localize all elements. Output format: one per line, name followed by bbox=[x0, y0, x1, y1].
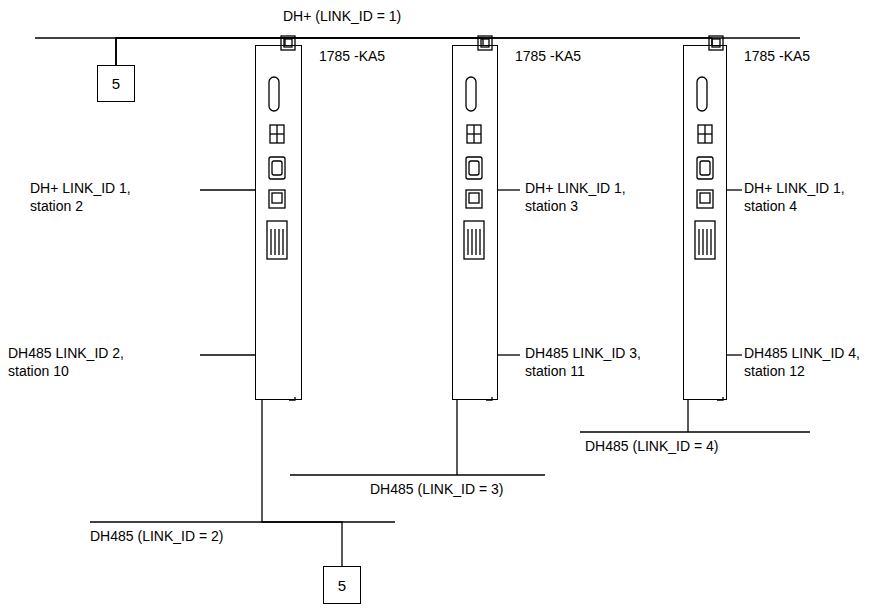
port-label: DH485 LINK_ID 3, station 11 bbox=[525, 345, 675, 380]
network-label: DH+ (LINK_ID = 1) bbox=[283, 8, 401, 26]
leader-line bbox=[498, 189, 520, 190]
network-label: DH485 (LINK_ID = 3) bbox=[370, 481, 503, 499]
interface-module: 1785 -KA5 bbox=[255, 45, 302, 400]
callout-number: 5 bbox=[100, 67, 132, 100]
interface-module: 1785 -KA5 bbox=[452, 45, 498, 400]
dh485-bus bbox=[90, 521, 395, 522]
port-label: DH+ LINK_ID 1, station 2 bbox=[30, 180, 160, 215]
module-label: 1785 -KA5 bbox=[515, 48, 581, 64]
network-connector bbox=[116, 38, 285, 65]
network-connector bbox=[116, 38, 712, 65]
port-label: DH485 LINK_ID 4, station 12 bbox=[744, 345, 864, 380]
leader-line bbox=[727, 354, 742, 355]
network-connector bbox=[262, 400, 342, 566]
leader-line bbox=[200, 189, 255, 190]
network-connector bbox=[116, 38, 483, 65]
module-face bbox=[464, 36, 492, 400]
drop-line bbox=[456, 400, 457, 475]
module-face bbox=[695, 36, 723, 400]
port-label: DH485 LINK_ID 2, station 10 bbox=[8, 345, 158, 380]
module-label: 1785 -KA5 bbox=[319, 48, 385, 64]
module-face bbox=[267, 36, 295, 400]
leader-line bbox=[498, 354, 520, 355]
callout-number: 5 bbox=[326, 569, 358, 602]
interface-module: 1785 -KA5 bbox=[683, 45, 727, 400]
device-box: 5 bbox=[323, 566, 361, 604]
dh485-bus bbox=[290, 474, 545, 475]
leader-line bbox=[727, 189, 742, 190]
module-features bbox=[267, 36, 723, 400]
network-label: DH485 (LINK_ID = 4) bbox=[585, 438, 718, 456]
drop-line bbox=[687, 400, 688, 432]
module-label: 1785 -KA5 bbox=[744, 48, 810, 64]
dh485-bus bbox=[580, 431, 810, 432]
network-label: DH485 (LINK_ID = 2) bbox=[90, 528, 223, 546]
device-box: 5 bbox=[97, 65, 135, 102]
port-label: DH+ LINK_ID 1, station 4 bbox=[744, 180, 864, 215]
leader-line bbox=[200, 354, 255, 355]
port-label: DH+ LINK_ID 1, station 3 bbox=[525, 180, 655, 215]
